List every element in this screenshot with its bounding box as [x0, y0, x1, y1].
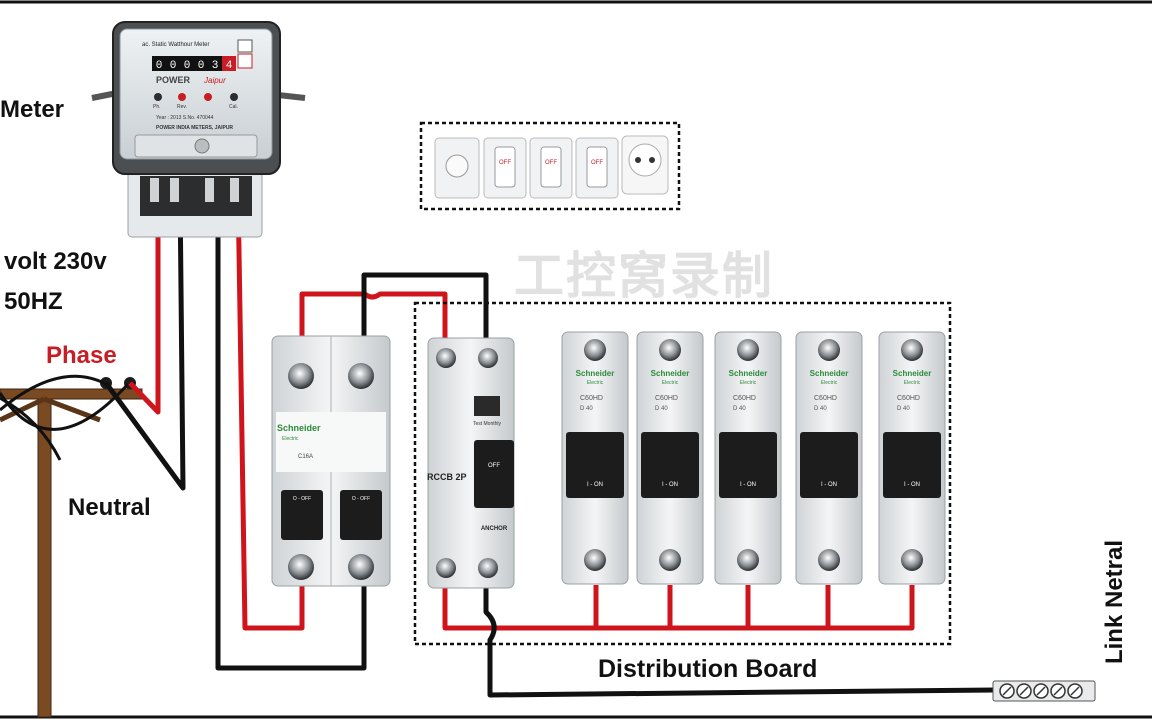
pole-state: O - OFF — [293, 496, 311, 502]
neutral-link-bar — [992, 680, 1096, 702]
mcb-rating: D 40 — [580, 406, 593, 412]
rccb-model: RCCB 2P — [427, 472, 467, 482]
main-switch-brand-sub: Electric — [282, 436, 299, 442]
voltage-label: volt 230v — [4, 248, 107, 275]
meter-reading: 0 0 0 0 3 4 — [152, 56, 236, 72]
mcb-rating: D 40 — [655, 406, 668, 412]
mcb-rating: D 40 — [814, 406, 827, 412]
mcb-brand-sub: Electric — [821, 380, 838, 386]
distribution-board-label: Distribution Board — [598, 655, 818, 683]
indicator-rev-icon — [178, 93, 186, 101]
phase-label: Phase — [46, 342, 117, 369]
mcb-brand: Schneider — [651, 369, 690, 378]
mcb-4: Schneider Electric C60HD D 40 I - ON — [795, 331, 863, 585]
rccb-test-button — [474, 396, 500, 416]
neutral-label: Neutral — [68, 494, 151, 521]
frequency-label: 50HZ — [4, 288, 63, 315]
neutral-wires — [103, 189, 996, 698]
mcb-brand: Schneider — [810, 369, 849, 378]
indicator-ph-icon — [154, 93, 162, 101]
mcb-brand-sub: Electric — [904, 380, 921, 386]
meter-label: Meter — [0, 96, 65, 123]
mcb-lever — [800, 432, 858, 498]
indicator-label: Cal. — [229, 104, 238, 110]
rccb-state: OFF — [488, 463, 500, 469]
mcb-brand-sub: Electric — [662, 380, 679, 386]
main-switch: Schneider Electric C16A O - OFF O - OFF — [271, 335, 391, 587]
switch-state: OFF — [545, 160, 557, 166]
reading-digit: 4 — [226, 60, 233, 72]
mcb-3: Schneider Electric C60HD D 40 I - ON — [714, 331, 782, 585]
mcb-series: C60HD — [655, 395, 678, 402]
link-neutral-label: Link Netral — [1101, 539, 1128, 665]
mcb-state: I - ON — [587, 482, 603, 488]
mcb-lever — [641, 432, 699, 498]
rccb-test-label: Test Monthly — [473, 421, 502, 427]
indicator-label: Rev. — [177, 104, 187, 110]
mcb-5: Schneider Electric C60HD D 40 I - ON — [878, 331, 946, 585]
phase-wires — [128, 187, 915, 631]
reading-digit: 0 — [170, 60, 177, 72]
mcb-lever — [719, 432, 777, 498]
watermark: 工控窝录制 — [514, 247, 774, 305]
energy-meter: ac. Static Watthour Meter 0 0 0 0 3 4 PO… — [91, 21, 306, 238]
mcb-series: C60HD — [580, 395, 603, 402]
rccb-brand: ANCHOR — [481, 526, 508, 532]
main-switch-brand: Schneider — [277, 423, 321, 433]
socket-icon — [628, 143, 662, 177]
switch-state: OFF — [499, 160, 511, 166]
mcb-lever — [566, 432, 624, 498]
pole-state: O - OFF — [352, 496, 370, 502]
mcb-rating: D 40 — [733, 406, 746, 412]
main-switch-rating: C16A — [298, 454, 313, 460]
indicator-label: Ph. — [153, 104, 161, 110]
switch-board: OFF OFF OFF — [419, 121, 681, 211]
mcb-brand: Schneider — [576, 369, 615, 378]
meter-year: Year : 2013 S.No. 470044 — [156, 115, 214, 121]
main-switch-lever — [281, 490, 323, 540]
mcb-state: I - ON — [904, 482, 920, 488]
mcb-series: C60HD — [897, 395, 920, 402]
switch-state: OFF — [591, 160, 603, 166]
reading-digit: 3 — [212, 60, 219, 72]
mcb-state: I - ON — [821, 482, 837, 488]
mcb-lever — [883, 432, 941, 498]
mcb-state: I - ON — [740, 482, 756, 488]
mcb-state: I - ON — [662, 482, 678, 488]
rccb: Test Monthly RCCB 2P OFF ANCHOR — [427, 337, 515, 589]
reading-digit: 0 — [198, 60, 205, 72]
meter-brand-sub: Jaipur — [203, 76, 226, 85]
meter-title: ac. Static Watthour Meter — [142, 42, 209, 48]
indicator-led-icon — [204, 93, 212, 101]
mcb-brand-sub: Electric — [587, 380, 604, 386]
meter-maker: POWER INDIA METERS, JAIPUR — [156, 125, 233, 131]
mcb-2: Schneider Electric C60HD D 40 I - ON — [636, 331, 704, 585]
reading-digit: 0 — [156, 60, 163, 72]
main-switch-lever — [340, 490, 382, 540]
mcb-series: C60HD — [733, 395, 756, 402]
mcb-brand-sub: Electric — [740, 380, 757, 386]
meter-brand: POWER — [156, 75, 191, 85]
mcb-brand: Schneider — [893, 369, 932, 378]
mcb-rating: D 40 — [897, 406, 910, 412]
mcb-1: Schneider Electric C60HD D 40 I - ON — [561, 331, 629, 585]
reading-digit: 0 — [184, 60, 191, 72]
indicator-cal-icon — [230, 93, 238, 101]
utility-pole — [0, 374, 143, 718]
dial-icon — [445, 154, 469, 178]
mcb-series: C60HD — [814, 395, 837, 402]
distribution-board-outline — [413, 301, 952, 646]
rccb-lever — [474, 440, 514, 508]
mcb-brand: Schneider — [729, 369, 768, 378]
